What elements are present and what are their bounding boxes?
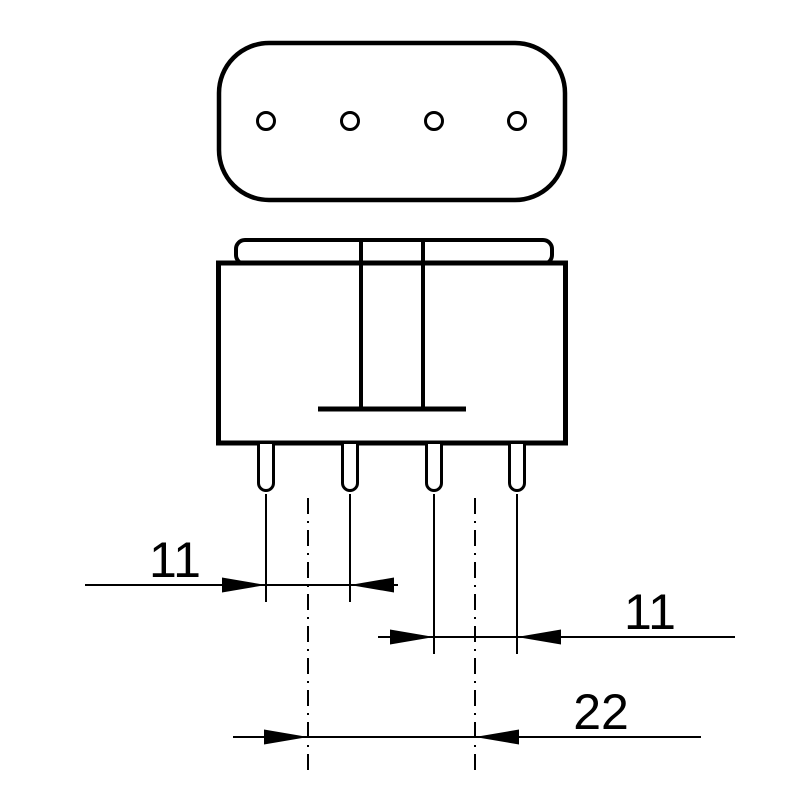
pin-hole-1 <box>256 111 276 131</box>
top-view-outline <box>216 40 568 203</box>
pin-2 <box>341 444 359 492</box>
pin-hole-3 <box>424 111 444 131</box>
dimension-value: 11 <box>624 584 676 640</box>
dimension-right-pair: 11 <box>378 584 735 645</box>
arrowhead-left-icon <box>350 577 394 593</box>
reference-lines <box>265 494 518 772</box>
pin-1 <box>257 444 275 492</box>
pin-hole-2 <box>340 111 360 131</box>
arrowhead-right-icon <box>264 729 308 745</box>
cap-strip <box>234 238 554 266</box>
arrowhead-left-icon <box>475 729 519 745</box>
dimension-value: 22 <box>573 684 629 740</box>
dimension-value: 11 <box>149 532 201 588</box>
pin-4 <box>508 444 526 492</box>
dimension-pair-centers: 22 <box>233 684 701 745</box>
top-view <box>216 40 568 203</box>
dimension-left-pair: 11 <box>85 532 398 593</box>
arrowhead-right-icon <box>390 629 434 645</box>
arrowhead-right-icon <box>222 577 266 593</box>
base-body-outline <box>216 260 568 446</box>
front-view <box>216 238 568 492</box>
arrowhead-left-icon <box>517 629 561 645</box>
pin-3 <box>425 444 443 492</box>
pin-hole-4 <box>507 111 527 131</box>
